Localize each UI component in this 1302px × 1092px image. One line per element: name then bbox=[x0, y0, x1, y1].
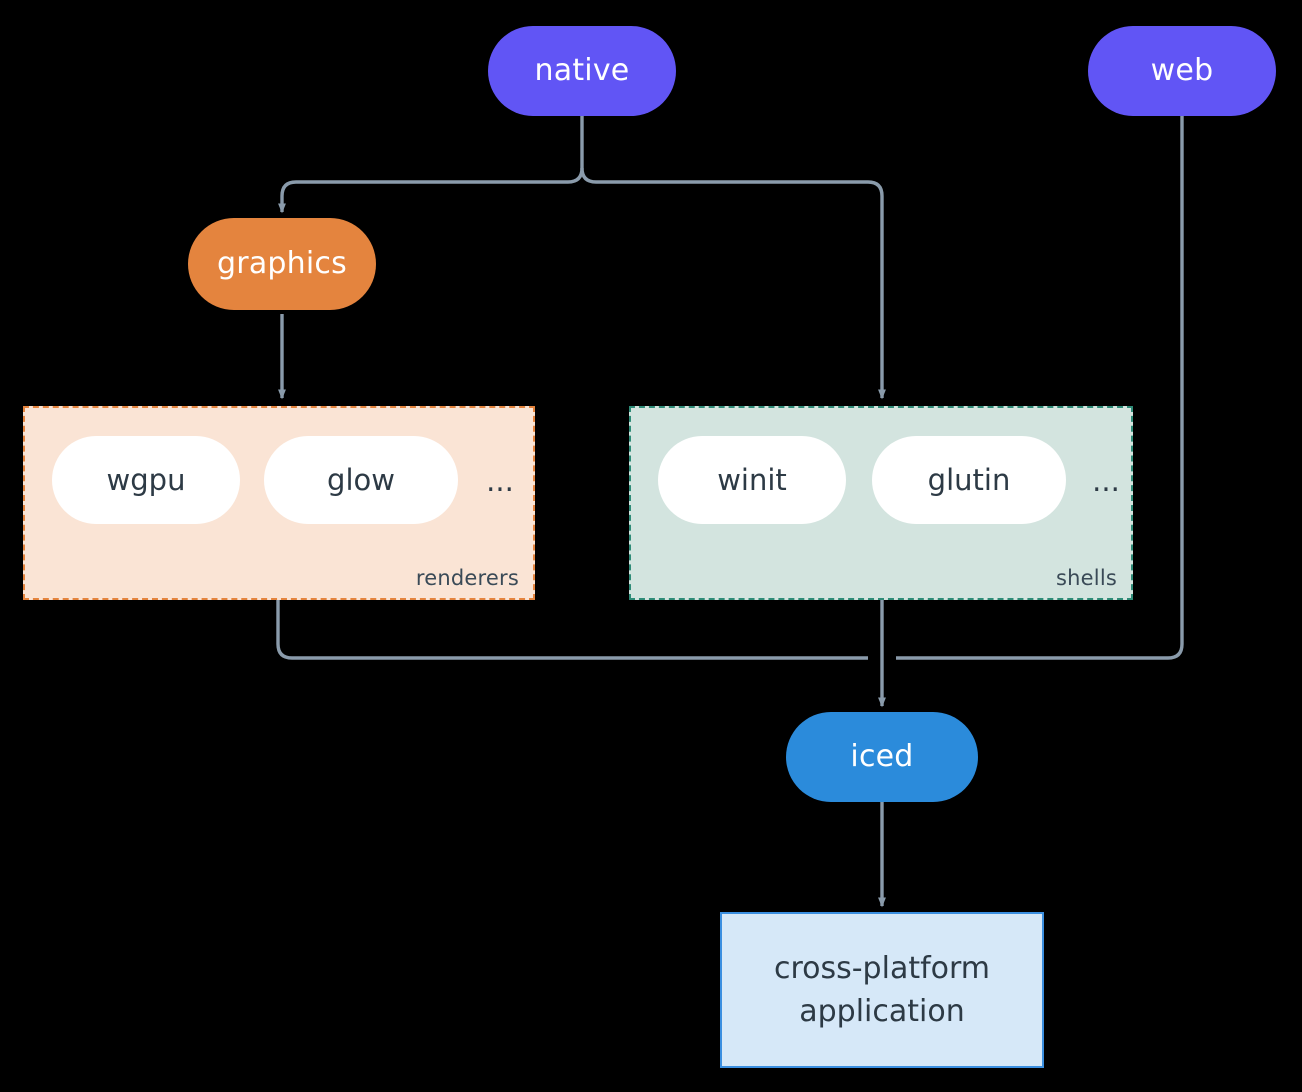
leaf-pill-glow[interactable]: glow bbox=[264, 436, 458, 524]
node-native[interactable]: native bbox=[488, 26, 676, 116]
leaf-pill-wgpu[interactable]: wgpu bbox=[52, 436, 240, 524]
node-web[interactable]: web bbox=[1088, 26, 1276, 116]
edge-renderers-to-iced bbox=[276, 600, 868, 660]
leaf-pill-winit[interactable]: winit bbox=[658, 436, 846, 524]
cluster-shells: winit glutin ... shells bbox=[629, 406, 1133, 600]
edge-native-to-graphics bbox=[278, 167, 584, 214]
node-iced[interactable]: iced bbox=[786, 712, 978, 802]
shells-overflow-ellipsis: ... bbox=[1092, 463, 1120, 498]
renderers-overflow-ellipsis: ... bbox=[486, 463, 514, 498]
edge-native-to-shells bbox=[580, 167, 886, 400]
cluster-label-renderers: renderers bbox=[415, 566, 519, 590]
leaf-pill-glutin[interactable]: glutin bbox=[872, 436, 1066, 524]
cluster-label-shells: shells bbox=[1056, 566, 1117, 590]
node-cross-platform-application[interactable]: cross-platform application bbox=[720, 912, 1044, 1068]
cluster-renderers: wgpu glow ... renderers bbox=[23, 406, 535, 600]
node-graphics[interactable]: graphics bbox=[188, 218, 376, 310]
